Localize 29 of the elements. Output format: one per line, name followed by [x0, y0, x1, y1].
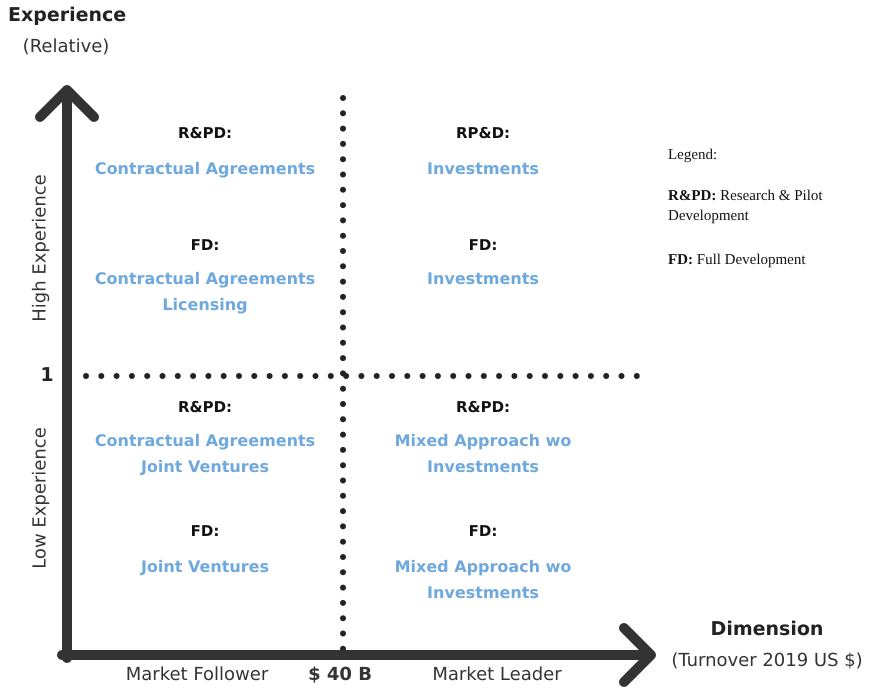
strategy-text: Joint Ventures [140, 556, 270, 578]
axis-label: Low Experience [30, 427, 50, 569]
strategy-text: Contractual Agreements [94, 158, 316, 180]
strategy-text: Contractual Agreements Licensing [94, 268, 316, 316]
axis-subtitle: (Turnover 2019 US $) [671, 650, 863, 671]
quadrant-heading: FD: [190, 236, 220, 254]
legend-entry: FD: Full Development [668, 251, 806, 270]
axis-subtitle: (Relative) [22, 36, 110, 57]
axis-label: High Experience [30, 174, 50, 322]
strategy-text: Mixed Approach wo Investments [394, 430, 572, 478]
tick-label: $ 40 B [308, 664, 372, 685]
tick-label: 1 [40, 364, 54, 386]
strategy-text: Investments [427, 268, 539, 290]
axis-label: Market Leader [432, 664, 562, 685]
axis-title: Experience [8, 4, 126, 26]
legend-title: Legend: [668, 146, 718, 165]
quadrant-heading: FD: [468, 522, 498, 540]
legend-entry: R&PD: Research & Pilot Development [668, 187, 824, 226]
quadrant-heading: FD: [190, 522, 220, 540]
strategy-text: Contractual Agreements Joint Ventures [94, 430, 316, 478]
axis-label: Market Follower [126, 664, 268, 685]
quadrant-heading: R&PD: [178, 398, 232, 416]
strategy-text: Mixed Approach wo Investments [394, 556, 572, 604]
quadrant-heading: RP&D: [456, 124, 510, 142]
quadrant-heading: R&PD: [456, 398, 510, 416]
strategy-text: Investments [427, 158, 539, 180]
quadrant-heading: FD: [468, 236, 498, 254]
quadrant-heading: R&PD: [178, 124, 232, 142]
axis-title: Dimension [710, 618, 824, 640]
